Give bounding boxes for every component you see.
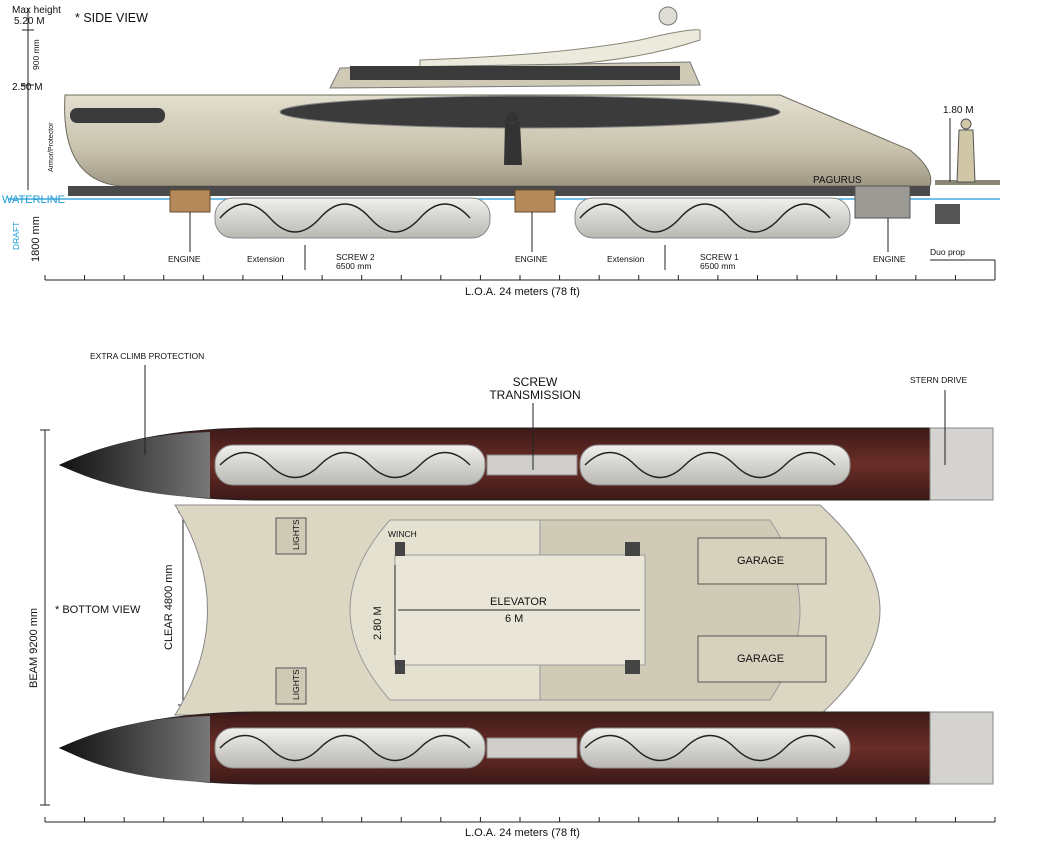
garage-top: [697, 537, 827, 585]
engine-stern: [854, 185, 911, 219]
beam-label: BEAM 9200 mm: [28, 607, 40, 688]
lights-label-bottom: LIGHTS: [291, 669, 301, 700]
side-window: [279, 95, 781, 129]
screw-2-length: 6500 mm: [336, 261, 372, 271]
radar-dome: [658, 6, 678, 26]
top-screw-1: [579, 444, 851, 486]
waterline-label: WATERLINE: [2, 194, 65, 206]
top-screw-2: [214, 444, 486, 486]
person-height: 1.80 M: [943, 105, 974, 116]
bottom-screw-2: [214, 727, 486, 769]
max-height-value: 5.20 M: [14, 16, 45, 27]
duo-prop: [935, 204, 960, 224]
lower-height: 2.50 M: [12, 82, 43, 93]
elevator-label: ELEVATOR: [490, 596, 547, 608]
max-height-label: Max height: [12, 5, 61, 16]
screw-transmission-line2: TRANSMISSION: [489, 388, 581, 402]
extra-climb-label: EXTRA CLIMB PROTECTION: [90, 351, 205, 361]
garage-label-top: GARAGE: [737, 555, 785, 567]
extension-label-1: Extension: [247, 254, 285, 264]
person-silhouette: [504, 112, 522, 165]
draft-label: DRAFT: [11, 221, 21, 250]
bottom-screw-1: [579, 727, 851, 769]
bottom-view: [40, 365, 996, 823]
upper-dimension: 900 mm: [31, 39, 41, 70]
lights-box-bottom: [275, 667, 307, 705]
engine-middle: [514, 189, 556, 213]
scale-figure: [956, 118, 976, 183]
bow-window: [70, 108, 165, 123]
loa-label-side: L.O.A. 24 meters (78 ft): [465, 286, 580, 298]
engine-label-middle: ENGINE: [515, 254, 548, 264]
screw-transmission-line1: SCREW: [512, 375, 558, 389]
extension-label-2: Extension: [607, 254, 645, 264]
side-view-title: * SIDE VIEW: [75, 11, 148, 25]
winch-block: [395, 542, 405, 556]
garage-bottom: [697, 635, 827, 683]
screw-1-name: SCREW 1: [700, 252, 739, 262]
garage-label-bottom: GARAGE: [737, 653, 785, 665]
screw-1-pontoon: [574, 197, 851, 239]
winch-label: WINCH: [388, 529, 417, 539]
armor-label: Armor/Protector: [48, 122, 55, 172]
duo-prop-label: Duo prop: [930, 247, 965, 257]
lights-label-top: LIGHTS: [291, 519, 301, 550]
pagurus-label: PAGURUS: [813, 175, 862, 186]
clear-label: CLEAR 4800 mm: [163, 564, 175, 650]
screw-2-pontoon: [214, 197, 491, 239]
bottom-view-title: * BOTTOM VIEW: [55, 604, 141, 616]
draft-value: 1800 mm: [30, 216, 42, 262]
elevator-length: 6 M: [505, 613, 524, 625]
screw-2-name: SCREW 2: [336, 252, 375, 262]
hardtop: [419, 29, 701, 69]
loa-label-bottom: L.O.A. 24 meters (78 ft): [465, 827, 580, 839]
elevator-width: 2.80 M: [372, 606, 384, 640]
screw-1-length: 6500 mm: [700, 261, 736, 271]
side-view: [8, 6, 1000, 281]
stern-drive-label: STERN DRIVE: [910, 375, 968, 385]
engine-label-stern: ENGINE: [873, 254, 906, 264]
lights-box-top: [275, 517, 307, 555]
engine-front: [169, 189, 211, 213]
engine-label-front: ENGINE: [168, 254, 201, 264]
